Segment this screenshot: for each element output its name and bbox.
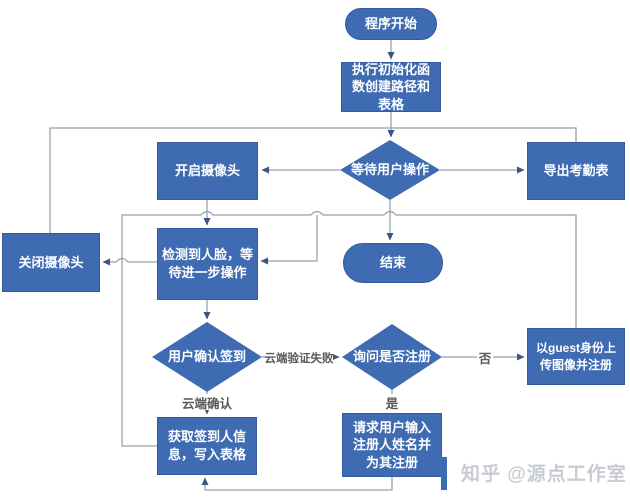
node-open-camera: 开启摄像头 — [157, 142, 258, 200]
edge-label-cloud-confirm: 云端确认 — [179, 394, 235, 411]
node-start-label: 程序开始 — [364, 16, 417, 32]
node-end: 结束 — [343, 243, 443, 283]
edge-top-loop — [49, 127, 577, 233]
node-start: 程序开始 — [345, 8, 437, 40]
node-wait-label: 等待用户操作 — [350, 162, 429, 178]
zhihu-watermark: 知乎 @源点工作室 — [461, 464, 627, 485]
node-close-camera: 关闭摄像头 — [2, 233, 100, 292]
edge-detect-closecamera — [102, 257, 157, 266]
edge-return-loop — [121, 210, 577, 447]
zhihu-watermark-bar — [441, 457, 447, 490]
node-input-name-label: 请求用户输入注册人姓名并为其注册 — [352, 419, 431, 470]
node-guest-upload-label: 以guest身份上传图像并注册 — [535, 341, 616, 372]
node-input-name: 请求用户输入注册人姓名并为其注册 — [342, 413, 442, 477]
node-export-sheet: 导出考勤表 — [527, 142, 625, 200]
node-end-label: 结束 — [379, 255, 406, 271]
node-detect-face-label: 检测到人脸，等待进一步操作 — [162, 247, 254, 280]
node-init-label: 执行初始化函数创建路径和表格 — [351, 61, 430, 112]
node-guest-upload: 以guest身份上传图像并注册 — [527, 328, 625, 385]
edge-input-fetch — [201, 477, 393, 491]
node-init: 执行初始化函数创建路径和表格 — [341, 62, 441, 112]
node-confirm-sign-label: 用户确认签到 — [167, 349, 246, 365]
node-close-camera-label: 关闭摄像头 — [18, 254, 84, 270]
edge-loop-detect — [260, 215, 318, 265]
node-export-sheet-label: 导出考勤表 — [543, 163, 609, 179]
node-open-camera-label: 开启摄像头 — [174, 163, 240, 179]
edge-label-cloud-verify-fail: 云端验证失败 — [265, 350, 334, 365]
node-fetch-info-label: 获取签到人信息，写入表格 — [167, 429, 246, 462]
edge-label-no: 否 — [477, 350, 493, 366]
edge-label-yes: 是 — [384, 394, 400, 411]
node-detect-face: 检测到人脸，等待进一步操作 — [157, 228, 258, 300]
node-ask-register-label: 询问是否注册 — [352, 349, 431, 365]
node-fetch-info: 获取签到人信息，写入表格 — [157, 417, 257, 475]
